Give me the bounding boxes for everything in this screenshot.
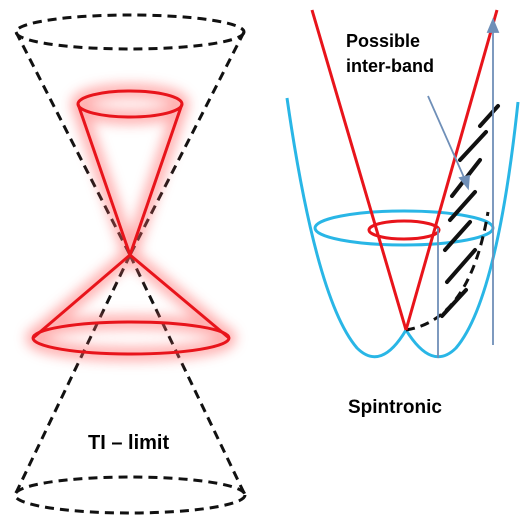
dashed-top-ellipse [14,13,246,51]
ti-limit-label: TI – limit [88,432,170,454]
ti-limit-diagram [13,13,247,515]
dashed-bottom-ellipse [13,475,247,515]
inter-band-label: inter-band [346,56,434,76]
red-fermi-ellipse [367,219,441,241]
spintronic-label: Spintronic [348,397,442,418]
dirac-v-left [310,9,408,331]
dashed-cone-edge-left-upper [14,31,132,256]
spintronic-diagram [285,9,520,359]
parabola-left [285,97,408,359]
dirac-cone [31,89,231,356]
dirac-bottom-ellipse [31,320,231,356]
possible-label: Possible [346,31,421,51]
parabola-right [404,101,520,359]
transition-arrows [427,17,500,358]
dashed-cone-edge-right-lower [128,254,247,496]
dirac-v [310,9,499,331]
dashed-outer-cone [13,13,247,515]
dashed-cone-edge-left-lower [13,254,132,496]
dashed-cone-edge-right-upper [128,31,246,256]
label-pointer-line [427,95,467,183]
dirac-edge-right-upper [128,103,184,256]
dirac-edge-right-lower [129,253,230,340]
interband-hatching [440,104,500,318]
dirac-v-right [404,9,499,331]
dirac-edge-left-upper [76,103,132,256]
label-pointer-head [458,174,470,191]
transition-arrowhead [486,17,500,33]
dirac-edge-left-lower [32,253,131,340]
